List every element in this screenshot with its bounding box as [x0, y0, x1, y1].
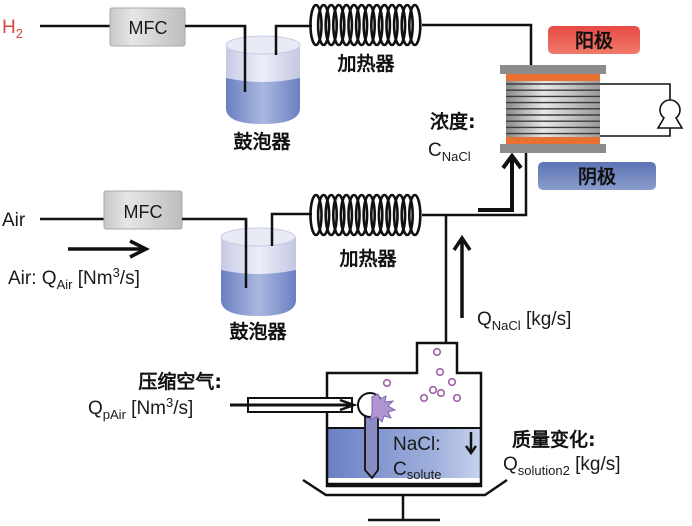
compressed-air-sym: Q [88, 398, 103, 419]
compressed-air-unit: [Nm [126, 398, 166, 419]
heater-coil-loop [309, 193, 323, 237]
nozzle-tube [364, 409, 379, 480]
aerosol-particle [447, 377, 457, 387]
compressed-air-sup: 3 [166, 395, 173, 410]
nacl-flow-unit: [kg/s] [521, 309, 572, 330]
pump-icon [659, 99, 681, 121]
heater-coil-loop [362, 193, 377, 237]
heater-coil-loop [400, 193, 415, 237]
nacl-flow-sym: Q [477, 309, 492, 330]
cathode-badge: 阴极 [538, 162, 656, 190]
fuel-cell-stack [500, 65, 606, 153]
mass-change-flow: Qsolution2 [kg/s] [503, 454, 621, 478]
aerosol-particle [435, 367, 445, 377]
air-flow-sub: Air [57, 277, 74, 292]
air-flow-prefix: Air: Q [8, 268, 57, 289]
pump [600, 83, 684, 137]
nacl-flow-sub: NaCl [492, 318, 521, 333]
mass-change-label: 质量变化: [512, 428, 596, 451]
solution-sym: C [393, 459, 407, 480]
heater-coil-loop [309, 3, 323, 47]
compressed-air-flow: QpAir [Nm3/s] [88, 395, 193, 422]
heater-coil-loop [347, 3, 361, 47]
aerosol-particle [436, 388, 446, 398]
heater-coil-loop [392, 3, 407, 47]
heater-coil-loop [331, 3, 346, 47]
mfc-h2-label: MFC [129, 18, 168, 38]
anode-label: 阳极 [575, 29, 614, 52]
nacl-flow-label: QNaCl [kg/s] [477, 309, 571, 333]
air-label: Air [2, 210, 26, 231]
solution-label: NaCl: [393, 434, 441, 455]
heater-air [309, 193, 422, 237]
heater-coil-loop [339, 3, 354, 47]
mass-change-sym: Q [503, 454, 518, 475]
heater-coil-loop [400, 3, 415, 47]
heater-coil-loop [347, 193, 361, 237]
bubbler-air-label: 鼓泡器 [229, 320, 287, 343]
heater-h2 [309, 3, 422, 47]
heater-coil-loop [324, 3, 339, 47]
aerosol-particle [452, 393, 462, 403]
air-flow-sup: 3 [113, 265, 120, 280]
anode-badge: 阳极 [548, 26, 640, 54]
cathode-label: 阴极 [578, 165, 617, 188]
compressed-air-unit2: /s] [173, 398, 193, 419]
h2-label-base: H [2, 17, 16, 38]
air-flow-suffix2: /s] [120, 268, 140, 289]
heater-coil-loop [354, 193, 369, 237]
feed-arrow [478, 158, 514, 212]
air-pipe-to-stack [422, 153, 528, 217]
mfc-h2[interactable]: MFC [109, 7, 186, 47]
mfc-air-label: MFC [124, 202, 163, 222]
heater-coil-loop [392, 193, 407, 237]
spray-icon [369, 393, 397, 423]
concentration-label: 浓度: [430, 110, 476, 133]
h2-label: H2 [2, 17, 23, 41]
heater-coil-loop [316, 3, 331, 47]
mass-change-unit: [kg/s] [570, 454, 621, 475]
h2-pipe-to-stack [422, 23, 533, 67]
heater-coil-loop [377, 3, 392, 47]
bubbler-air: 鼓泡器 [220, 212, 312, 343]
concentration-sym: C [428, 140, 442, 161]
mass-change-sub: solution2 [518, 463, 570, 478]
compressed-air-sub: pAir [103, 407, 127, 422]
nebulizer-chamber: NaCl: Csolute [230, 341, 508, 522]
heater-coil-loop [407, 193, 422, 237]
heater-coil-loop [331, 193, 346, 237]
bubbler-h2-label: 鼓泡器 [233, 130, 291, 153]
concentration-sub: NaCl [442, 149, 471, 164]
heater-coil-loop [369, 193, 384, 237]
air-inlet: Air MFC Air: QAir [Nm3/s] [2, 190, 248, 292]
compressed-air-label: 压缩空气: [138, 370, 222, 393]
heater-coil-loop [316, 193, 331, 237]
heater-coil-loop [385, 3, 399, 47]
heater-coil-loop [407, 3, 422, 47]
heater-air-label: 加热器 [338, 247, 397, 270]
bubbler-h2: 鼓泡器 [225, 24, 312, 153]
h2-inlet: H2 MFC [2, 7, 247, 90]
heater-coil-loop [339, 193, 354, 237]
heater-coil-loop [385, 193, 399, 237]
aerosol-particle [428, 385, 438, 395]
h2-label-sub: 2 [16, 26, 23, 41]
heater-coil-loop [377, 193, 392, 237]
concentration-symbol: CNaCl [428, 140, 471, 164]
solution-concentration: Csolute [393, 459, 441, 482]
aerosol-particle [382, 378, 392, 388]
air-flow-label: Air: QAir [Nm3/s] [8, 265, 140, 292]
aerosol-particle [419, 393, 429, 403]
solution-sub: solute [407, 467, 442, 482]
heater-coil-loop [362, 3, 377, 47]
heater-coil-loop [324, 193, 339, 237]
air-flow-suffix: [Nm [72, 268, 112, 289]
scale-tray [302, 478, 508, 497]
mfc-air[interactable]: MFC [103, 190, 183, 230]
aerosol-particle [432, 347, 442, 357]
heater-coil-loop [369, 3, 384, 47]
heater-coil-loop [354, 3, 369, 47]
heater-h2-label: 加热器 [336, 52, 395, 75]
